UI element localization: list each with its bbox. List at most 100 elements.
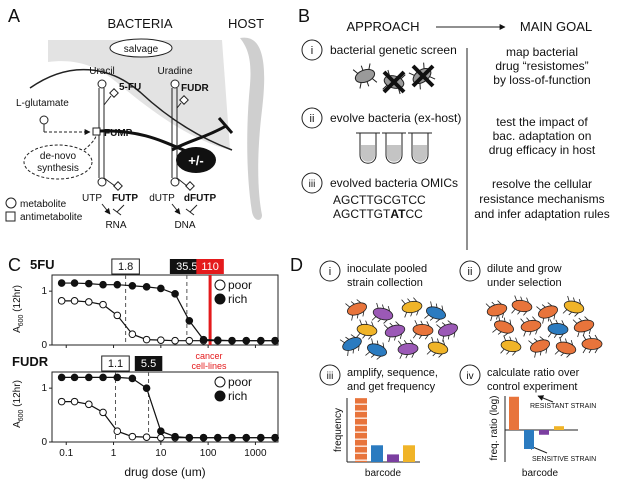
data-point-rich (70, 279, 79, 287)
row-i-numeral: i (311, 45, 313, 57)
chart-frame (51, 274, 279, 346)
data-point-poor (142, 335, 151, 344)
bug-leg (356, 332, 361, 338)
dutp-label: dUTP (149, 193, 175, 204)
threshold-badge (101, 355, 130, 372)
legend-marker-rich (214, 390, 226, 402)
legend-label-poor: poor (228, 375, 252, 389)
pooled-strains-bugs (339, 297, 458, 360)
ratio-bar (539, 430, 549, 435)
bug-icon (345, 299, 367, 321)
legend-marker-poor (214, 279, 226, 291)
bug-icon (547, 319, 569, 339)
cross-icon (382, 70, 406, 94)
bug-leg (511, 308, 516, 314)
bug-leg (436, 324, 442, 329)
bacteria-header: BACTERIA (107, 16, 172, 31)
threshold-label: 110 (201, 261, 219, 273)
plus-minus-label: +/- (188, 153, 204, 168)
bug-leg (412, 333, 417, 339)
ratio-axis-label: freq. ratio (log) (489, 395, 500, 460)
data-point-rich (142, 283, 151, 291)
bug-icon (424, 301, 446, 323)
test-tube-icon (356, 132, 380, 164)
threshold-label: 1.8 (118, 261, 133, 273)
bug-leg (577, 331, 580, 338)
data-point-rich (157, 427, 165, 436)
ratio-bar (554, 426, 564, 430)
host-effect-badge (176, 147, 216, 173)
data-point-poor (57, 397, 66, 406)
bug-icon (581, 334, 603, 354)
bug-body (530, 339, 550, 353)
salvage-label: salvage (124, 44, 159, 55)
row-iii-goal-3: and infer adaptation rules (474, 207, 609, 221)
threshold-label: 35.5 (176, 261, 197, 273)
bug-body (397, 343, 419, 355)
uracil-metabolite-icon (97, 79, 107, 89)
bug-leg (414, 320, 418, 326)
data-point-rich (199, 335, 208, 344)
data-point-rich (242, 336, 251, 345)
y-tick-label: 0 (41, 437, 47, 448)
step-iv-badge (459, 364, 481, 386)
bug-leg (426, 350, 432, 355)
bug-icon (492, 315, 514, 337)
bug-leg (351, 314, 354, 321)
bug-icon (528, 336, 550, 358)
bug-leg (376, 302, 379, 309)
data-point-rich (57, 279, 66, 287)
cancer-label-1: cancer (195, 351, 222, 361)
chart-frame (51, 371, 279, 443)
uradine-metabolite-icon (170, 79, 180, 89)
chart-5fu-ylabel: A600 (12hr) (12, 285, 25, 333)
data-point-rich (99, 373, 107, 382)
bug-leg (492, 328, 498, 333)
five-fu-antimetabolite-icon (109, 88, 119, 98)
panel-b-letter: B (298, 6, 310, 26)
bug-body (401, 300, 423, 314)
row-iii-goal-2: resistance mechanisms (479, 192, 604, 206)
data-point-poor (99, 300, 107, 309)
y-tick-label: 0 (41, 340, 47, 351)
bug-leg (503, 335, 507, 342)
series-curve-rich (61, 282, 276, 342)
test-tube-icon (382, 132, 406, 164)
bug-body (547, 323, 569, 335)
threshold-badge (196, 259, 224, 274)
step-iv-numeral: iv (466, 371, 473, 382)
bug-icon (436, 320, 458, 342)
bug-icon (401, 297, 423, 318)
rna-label: RNA (105, 220, 126, 231)
bug-leg (485, 303, 491, 308)
y-tick-label: 1 (41, 286, 47, 297)
data-point-rich (85, 279, 93, 288)
bug-leg (399, 353, 403, 359)
data-point-poor (142, 433, 151, 441)
data-point-poor (70, 397, 79, 406)
bug-leg (490, 315, 493, 322)
data-point-poor (85, 400, 93, 409)
data-point-poor (128, 432, 137, 441)
bug-icon (412, 320, 434, 340)
bug-icon (371, 302, 394, 324)
bug-body (426, 306, 446, 320)
fump-antimetabolite-icon (92, 127, 101, 136)
data-point-rich (257, 336, 265, 345)
bug-body (356, 323, 378, 337)
threshold-badge (134, 356, 163, 371)
bug-leg (371, 316, 377, 321)
futp-antimetabolite-icon (113, 181, 123, 191)
bug-leg (572, 319, 578, 324)
bug-icon (500, 335, 522, 356)
row-iii-goal-1: resolve the cellular (492, 177, 592, 191)
x-tick-label: 10 (155, 448, 167, 459)
data-point-rich (57, 373, 66, 382)
bug-leg (567, 295, 570, 302)
step-ii-text-2: under selection (487, 277, 562, 289)
bug-icon (511, 295, 533, 316)
bug-leg (383, 324, 389, 329)
y-tick-label: 1 (41, 383, 47, 394)
